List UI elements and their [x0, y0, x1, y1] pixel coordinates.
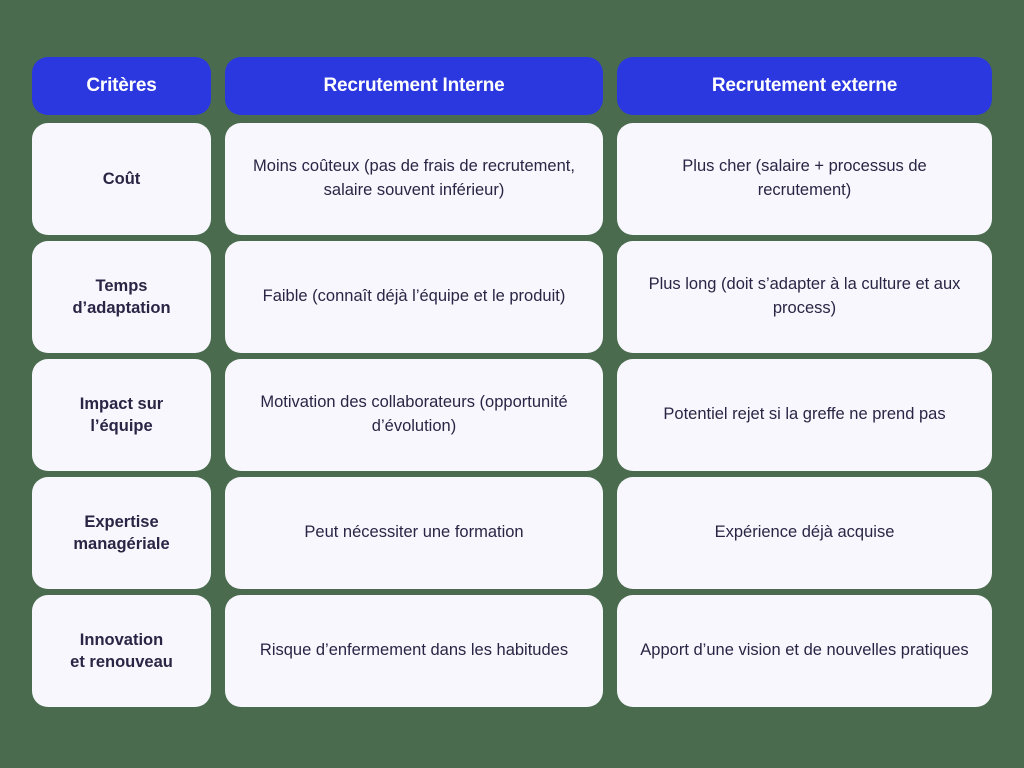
internal-recruitment-cell: Risque d’enfermement dans les habitudes — [225, 595, 603, 707]
column-header-internal-recruitment-label: Recrutement Interne — [323, 75, 505, 96]
column-header-external-recruitment-label: Recrutement externe — [711, 75, 898, 96]
external-recruitment-cell: Potentiel rejet si la greffe ne prend pa… — [617, 359, 992, 471]
internal-recruitment-text: Motivation des collaborateurs (opportuni… — [260, 393, 568, 435]
internal-recruitment-text: Peut nécessiter une formation — [304, 523, 524, 542]
criteria-label: Coût — [102, 169, 141, 188]
table-header-row: Critères Recrutement Interne Recrutement… — [32, 57, 992, 115]
criteria-cell: Impact sur l’équipe — [32, 359, 211, 471]
criteria-cell: Temps d’adaptation — [32, 241, 211, 353]
criteria-cell: Coût — [32, 123, 211, 235]
external-recruitment-text: Plus cher (salaire + processus de recrut… — [682, 157, 927, 199]
table-row: Expertise managériale Peut nécessiter un… — [32, 477, 992, 589]
criteria-cell: Expertise managériale — [32, 477, 211, 589]
criteria-label: Innovation et renouveau — [70, 630, 173, 671]
internal-recruitment-cell: Motivation des collaborateurs (opportuni… — [225, 359, 603, 471]
internal-recruitment-cell: Faible (connaît déjà l’équipe et le prod… — [225, 241, 603, 353]
criteria-label: Impact sur l’équipe — [79, 394, 164, 435]
criteria-cell: Innovation et renouveau — [32, 595, 211, 707]
internal-recruitment-text: Risque d’enfermement dans les habitudes — [259, 641, 569, 660]
column-header-criteria: Critères — [32, 57, 211, 115]
external-recruitment-text: Potentiel rejet si la greffe ne prend pa… — [663, 405, 946, 424]
table-row: Impact sur l’équipe Motivation des colla… — [32, 359, 992, 471]
column-header-internal-recruitment: Recrutement Interne — [225, 57, 603, 115]
internal-recruitment-cell: Moins coûteux (pas de frais de recruteme… — [225, 123, 603, 235]
external-recruitment-cell: Apport d’une vision et de nouvelles prat… — [617, 595, 992, 707]
internal-recruitment-cell: Peut nécessiter une formation — [225, 477, 603, 589]
external-recruitment-cell: Plus long (doit s’adapter à la culture e… — [617, 241, 992, 353]
external-recruitment-text: Plus long (doit s’adapter à la culture e… — [648, 275, 961, 317]
table-row: Innovation et renouveau Risque d’enferme… — [32, 595, 992, 707]
criteria-label: Temps d’adaptation — [72, 276, 171, 317]
external-recruitment-text: Expérience déjà acquise — [714, 523, 895, 542]
external-recruitment-text: Apport d’une vision et de nouvelles prat… — [640, 641, 969, 660]
column-header-external-recruitment: Recrutement externe — [617, 57, 992, 115]
internal-recruitment-text: Faible (connaît déjà l’équipe et le prod… — [262, 287, 566, 306]
criteria-label: Expertise managériale — [73, 512, 170, 553]
table-row: Temps d’adaptation Faible (connaît déjà … — [32, 241, 992, 353]
external-recruitment-cell: Plus cher (salaire + processus de recrut… — [617, 123, 992, 235]
comparison-table: Critères Recrutement Interne Recrutement… — [32, 57, 992, 713]
internal-recruitment-text: Moins coûteux (pas de frais de recruteme… — [253, 157, 575, 199]
external-recruitment-cell: Expérience déjà acquise — [617, 477, 992, 589]
table-row: Coût Moins coûteux (pas de frais de recr… — [32, 123, 992, 235]
column-header-criteria-label: Critères — [86, 75, 157, 96]
